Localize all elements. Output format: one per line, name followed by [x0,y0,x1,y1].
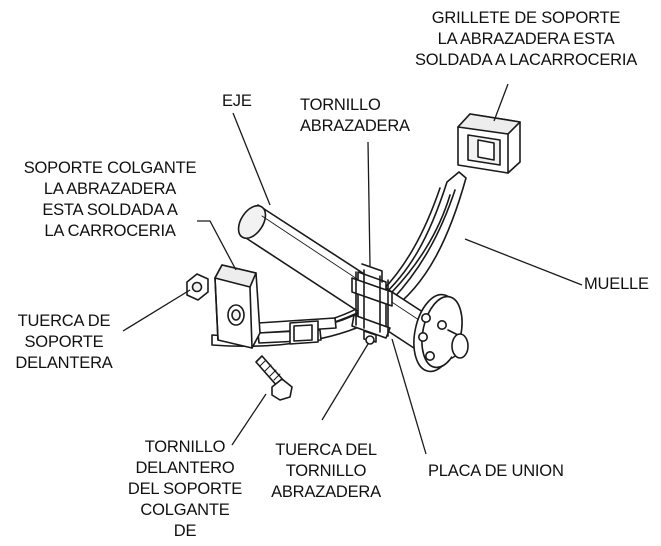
label-placa-union: PLACA DE UNION [428,462,564,480]
label-tornillo-abrazadera: TORNILLO ABRAZADERA [300,96,410,135]
hub-plate [413,293,469,373]
front-hanger-nut [186,273,209,301]
label-muelle: MUELLE [584,275,649,293]
label-tuerca-tornillo: TUERCA DEL TORNILLO ABRAZADERA [271,441,381,501]
front-hanger-bracket [214,264,261,349]
front-hanger-bolt [255,355,293,401]
label-tuerca-soporte: TUERCA DE SOPORTE DELANTERA [15,312,113,372]
u-bolt-clamp [351,263,393,345]
label-grillete-soporte: GRILLETE DE SOPORTE LA ABRAZADERA ESTA S… [414,9,638,69]
label-eje: EJE [222,92,252,110]
label-soporte-colgante: SOPORTE COLGANTE LA ABRAZADERA ESTA SOLD… [23,159,197,240]
leader-lines [122,83,583,455]
label-tornillo-delantero: TORNILLO DELANTERO DEL SOPORTE COLGANTE … [127,438,243,540]
rear-shackle-hanger [457,113,521,174]
